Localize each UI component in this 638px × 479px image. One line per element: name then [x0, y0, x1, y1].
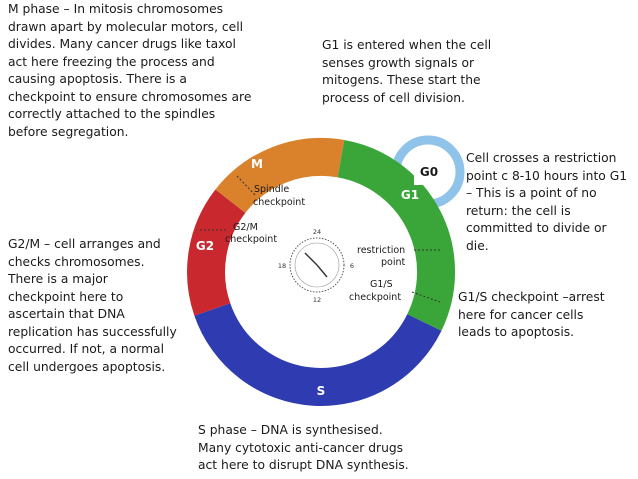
g1-phase-label: G1 — [401, 188, 419, 202]
g0-box — [414, 157, 444, 185]
s-phase-description: S phase – DNA is synthesised. Many cytot… — [198, 423, 409, 472]
clock-inner-ring — [294, 242, 340, 288]
g2-phase-label: G2 — [196, 239, 214, 253]
g1-description: G1 is entered when the cell senses growt… — [322, 38, 492, 105]
restriction-point-description: Cell crosses a restriction point c 8-10 … — [466, 151, 628, 253]
spindle-checkpoint-marker — [236, 175, 257, 197]
clock-hand-tail — [316, 264, 328, 278]
spindle-checkpoint-label-1: Spindle — [254, 184, 289, 195]
s-phase-label: S — [317, 384, 326, 398]
g2m-checkpoint-label-2: checkpoint — [225, 234, 277, 245]
g2m-description: G2/M – cell arranges and checks chromoso… — [8, 237, 177, 374]
clock-tick-12: 12 — [313, 296, 321, 304]
g1s-checkpoint-label-1: G1/S — [370, 279, 393, 290]
restriction-point-label-1: restriction — [357, 245, 405, 256]
g1s-checkpoint-label-2: checkpoint — [349, 292, 401, 303]
m-phase-label: M — [251, 157, 263, 171]
s-phase-arc — [194, 302, 442, 406]
m-phase-arc — [215, 137, 345, 214]
clock-hand — [304, 252, 318, 266]
g0-label: G0 — [420, 165, 438, 179]
m-phase-description: M phase – In mitosis chromosomes drawn a… — [8, 2, 252, 139]
g2-phase-arc — [187, 189, 246, 316]
g1s-checkpoint-description: G1/S checkpoint –arrest here for cancer … — [458, 290, 605, 339]
spindle-checkpoint-label-2: checkpoint — [253, 197, 305, 208]
clock-dial: 24 6 12 18 — [278, 228, 354, 304]
clock-tick-24: 24 — [313, 228, 321, 236]
clock-tick-6: 6 — [350, 262, 354, 270]
g1-phase-arc — [337, 139, 456, 331]
g1s-checkpoint-marker — [411, 291, 441, 303]
g2m-checkpoint-label-1: G2/M — [233, 222, 258, 233]
restriction-point-label-2: point — [381, 257, 406, 268]
clock-tick-18: 18 — [278, 262, 286, 270]
